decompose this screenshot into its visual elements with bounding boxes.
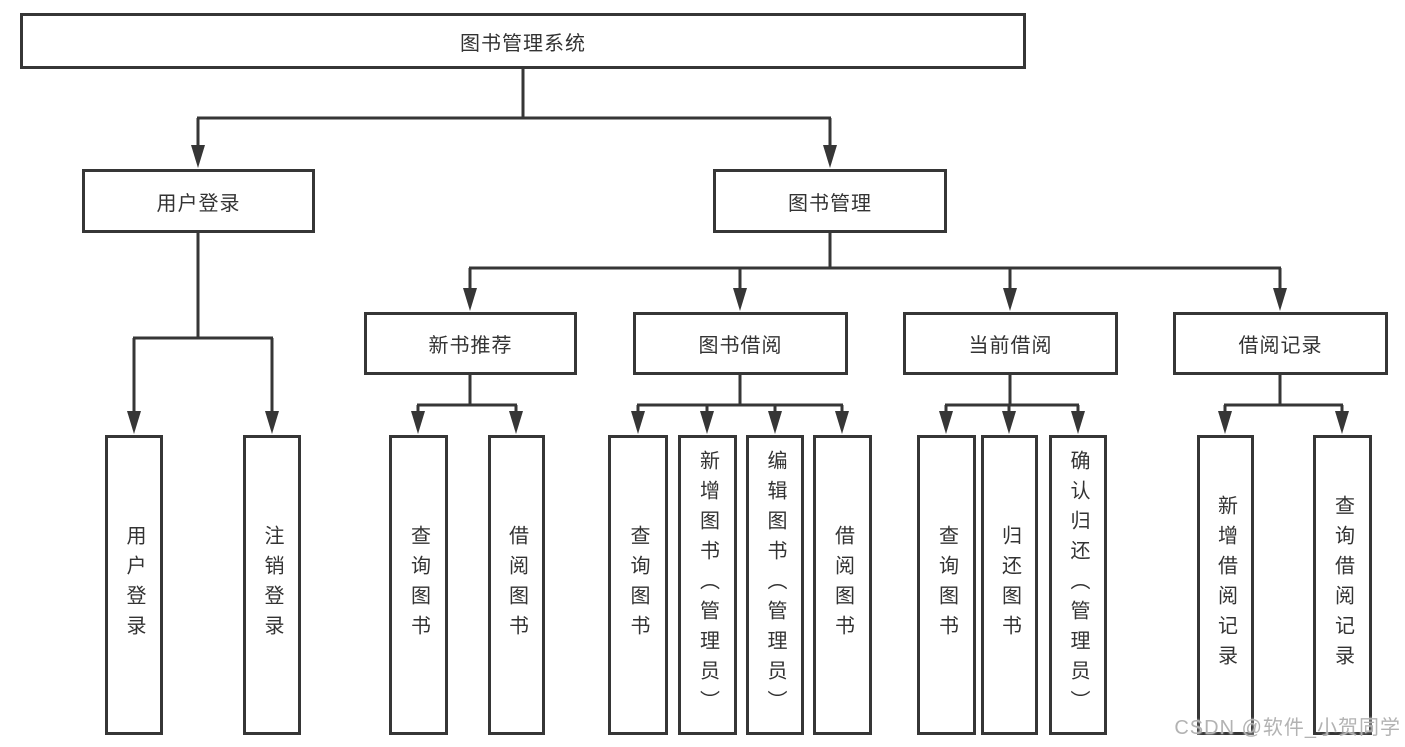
arrow-down-icon bbox=[733, 288, 747, 311]
leaf-query-books-recommend: 查询图书 bbox=[389, 435, 448, 735]
node-new-book-recommend-label: 新书推荐 bbox=[428, 335, 513, 357]
leaf-confirm-return-admin: 确认归还（管理员） bbox=[1049, 435, 1107, 735]
arrow-down-icon bbox=[768, 411, 782, 434]
leaf-add-borrow-record-label: 新增借阅记录 bbox=[1214, 495, 1237, 675]
leaf-edit-book-admin: 编辑图书（管理员） bbox=[746, 435, 804, 735]
node-current-borrow: 当前借阅 bbox=[903, 312, 1118, 375]
csdn-watermark: CSDN @软件_小贺同学 bbox=[1174, 717, 1401, 739]
connector-user-login bbox=[132, 233, 274, 418]
leaf-query-books-borrow: 查询图书 bbox=[608, 435, 668, 735]
leaf-logout: 注销登录 bbox=[243, 435, 301, 735]
node-root: 图书管理系统 bbox=[20, 13, 1026, 69]
leaf-query-borrow-record: 查询借阅记录 bbox=[1313, 435, 1372, 735]
arrow-down-icon bbox=[823, 145, 837, 168]
arrow-down-icon bbox=[631, 411, 645, 434]
arrow-down-icon bbox=[509, 411, 523, 434]
leaf-add-book-admin-label: 新增图书（管理员） bbox=[696, 450, 719, 720]
leaf-logout-label: 注销登录 bbox=[261, 525, 283, 645]
node-borrow-records-label: 借阅记录 bbox=[1238, 335, 1323, 357]
leaf-edit-book-admin-label: 编辑图书（管理员） bbox=[764, 450, 786, 720]
arrow-down-icon bbox=[1273, 288, 1287, 311]
leaf-query-books-current-label: 查询图书 bbox=[935, 525, 958, 645]
node-root-label: 图书管理系统 bbox=[460, 32, 586, 55]
arrow-down-icon bbox=[127, 411, 141, 434]
leaf-query-books-current: 查询图书 bbox=[917, 435, 976, 735]
arrow-down-icon bbox=[411, 411, 425, 434]
leaf-query-books-recommend-label: 查询图书 bbox=[407, 525, 430, 645]
leaf-user-login: 用户登录 bbox=[105, 435, 163, 735]
leaf-return-book-label: 归还图书 bbox=[998, 525, 1021, 645]
connector-new-book-recommend bbox=[416, 375, 518, 418]
node-borrow-records: 借阅记录 bbox=[1173, 312, 1388, 375]
connector-borrow-records bbox=[1223, 375, 1344, 418]
leaf-return-book: 归还图书 bbox=[981, 435, 1038, 735]
connector-book-borrow bbox=[636, 375, 844, 418]
arrow-down-icon bbox=[835, 411, 849, 434]
node-user-login: 用户登录 bbox=[82, 169, 315, 233]
leaf-borrow-book-label: 借阅图书 bbox=[831, 525, 854, 645]
arrow-down-icon bbox=[1002, 411, 1016, 434]
arrow-down-icon bbox=[1071, 411, 1085, 434]
leaf-borrow-book: 借阅图书 bbox=[813, 435, 872, 735]
arrow-down-icon bbox=[191, 145, 205, 168]
node-current-borrow-label: 当前借阅 bbox=[968, 335, 1053, 357]
arrow-down-icon bbox=[939, 411, 953, 434]
leaf-borrow-books-recommend-label: 借阅图书 bbox=[505, 525, 528, 645]
leaf-query-borrow-record-label: 查询借阅记录 bbox=[1331, 495, 1354, 675]
leaf-query-books-borrow-label: 查询图书 bbox=[627, 525, 649, 645]
leaf-borrow-books-recommend: 借阅图书 bbox=[488, 435, 545, 735]
arrow-down-icon bbox=[463, 288, 477, 311]
leaf-add-book-admin: 新增图书（管理员） bbox=[678, 435, 737, 735]
arrow-down-icon bbox=[1335, 411, 1349, 434]
arrow-down-icon bbox=[265, 411, 279, 434]
leaf-confirm-return-admin-label: 确认归还（管理员） bbox=[1067, 450, 1089, 720]
leaf-add-borrow-record: 新增借阅记录 bbox=[1197, 435, 1254, 735]
leaf-user-login-label: 用户登录 bbox=[123, 525, 145, 645]
node-user-login-label: 用户登录 bbox=[156, 192, 241, 215]
connector-book-management bbox=[468, 233, 1282, 294]
node-new-book-recommend: 新书推荐 bbox=[364, 312, 577, 375]
node-book-borrow: 图书借阅 bbox=[633, 312, 848, 375]
arrow-down-icon bbox=[1003, 288, 1017, 311]
arrow-down-icon bbox=[1218, 411, 1232, 434]
node-book-management-label: 图书管理 bbox=[788, 192, 872, 215]
node-book-borrow-label: 图书借阅 bbox=[698, 335, 783, 357]
arrow-down-icon bbox=[700, 411, 714, 434]
node-book-management: 图书管理 bbox=[713, 169, 947, 233]
connector-root bbox=[196, 69, 832, 150]
